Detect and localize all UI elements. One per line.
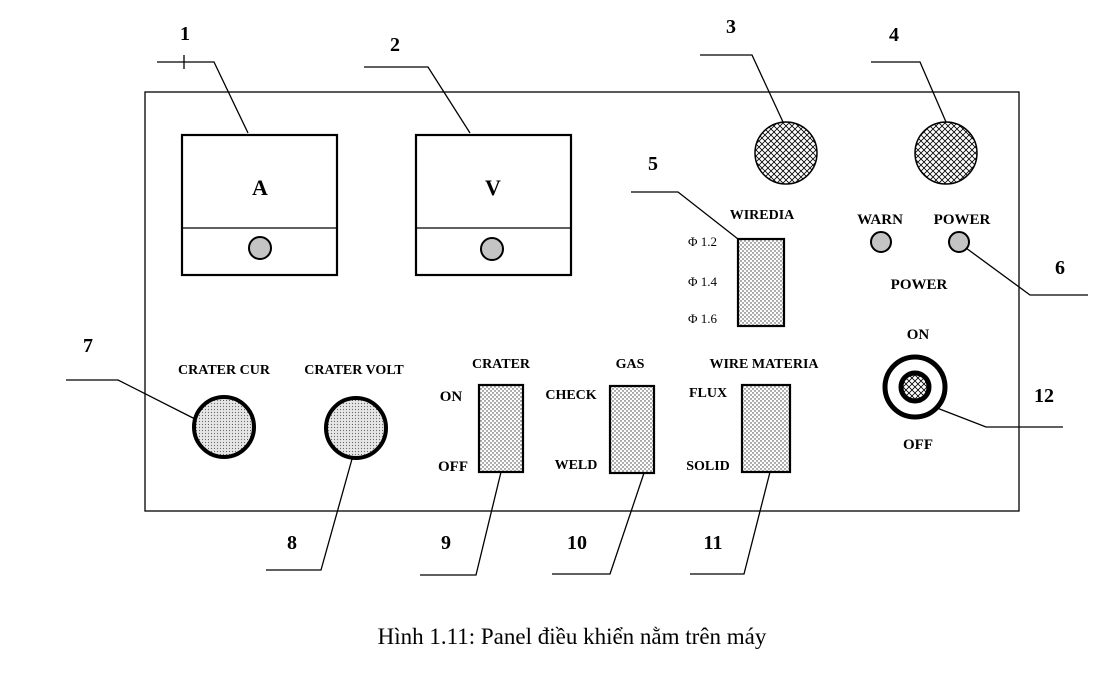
- ammeter-adjust-knob[interactable]: [248, 236, 272, 260]
- wire-material-solid-label: SOLID: [686, 459, 730, 474]
- crater-cur-knob[interactable]: [192, 395, 256, 459]
- power-switch[interactable]: [882, 354, 948, 420]
- callout-4: 4: [889, 24, 899, 46]
- power-lamp: [948, 231, 970, 253]
- gas-switch-title: GAS: [616, 357, 645, 372]
- panel-frame: [144, 91, 1020, 512]
- knob-3[interactable]: [754, 121, 818, 185]
- wire-dia-title: WIREDIA: [730, 208, 795, 223]
- wire-dia-option-1: Φ 1.2: [688, 234, 717, 249]
- crater-switch[interactable]: [477, 383, 525, 474]
- leader-line-12: [936, 407, 1063, 428]
- gas-switch-weld-label: WELD: [555, 458, 598, 473]
- warn-label: WARN: [857, 212, 903, 228]
- gas-switch-check-label: CHECK: [545, 388, 596, 403]
- wire-material-title: WIRE MATERIA: [709, 357, 819, 372]
- callout-8: 8: [287, 532, 297, 554]
- leader-line-8: [266, 458, 353, 571]
- crater-volt-label: CRATER VOLT: [304, 363, 404, 378]
- crater-switch-off-label: OFF: [438, 459, 468, 475]
- leader-line-10: [552, 472, 645, 575]
- callout-2: 2: [390, 34, 400, 56]
- callout-3: 3: [726, 16, 736, 38]
- leader-line-9: [420, 471, 502, 576]
- crater-cur-label: CRATER CUR: [178, 363, 271, 378]
- callout-9: 9: [441, 532, 451, 554]
- power-switch-on-label: ON: [907, 327, 930, 343]
- callout-10: 10: [567, 532, 587, 554]
- wire-dia-option-2: Φ 1.4: [688, 274, 718, 289]
- wire-material-flux-label: FLUX: [689, 386, 727, 401]
- voltmeter: V: [414, 133, 573, 277]
- leader-line-11: [690, 471, 771, 575]
- leader-line-5: [631, 191, 739, 240]
- leader-line-1: [157, 61, 249, 134]
- leader-line-2: [364, 66, 471, 134]
- leader-line-6: [965, 247, 1088, 296]
- leader-line-7: [66, 379, 196, 420]
- voltmeter-label: V: [485, 175, 501, 200]
- callout-11: 11: [704, 532, 723, 554]
- power-indicator-label: POWER: [934, 212, 991, 228]
- knob-4[interactable]: [914, 121, 978, 185]
- leader-line-3: [700, 54, 784, 123]
- figure-caption: Hình 1.11: Panel điều khiển nằm trên máy: [378, 624, 767, 649]
- callout-5: 5: [648, 153, 658, 175]
- power-label: POWER: [891, 277, 948, 293]
- leader-line-4: [871, 61, 947, 123]
- ammeter: A: [180, 133, 339, 277]
- ammeter-label: A: [252, 175, 268, 200]
- power-switch-off-label: OFF: [903, 437, 933, 453]
- wire-material-switch[interactable]: [740, 383, 792, 474]
- callout-6: 6: [1055, 257, 1065, 279]
- wire-dia-selector[interactable]: [736, 237, 786, 328]
- callout-7: 7: [83, 335, 93, 357]
- voltmeter-adjust-knob[interactable]: [480, 237, 504, 261]
- callout-12: 12: [1034, 385, 1054, 407]
- wire-dia-option-3: Φ 1.6: [688, 311, 718, 326]
- crater-switch-on-label: ON: [440, 389, 463, 405]
- crater-switch-title: CRATER: [472, 357, 531, 372]
- callout-1: 1: [180, 23, 190, 45]
- warn-lamp: [870, 231, 892, 253]
- gas-switch[interactable]: [608, 384, 656, 475]
- crater-volt-knob[interactable]: [324, 396, 388, 460]
